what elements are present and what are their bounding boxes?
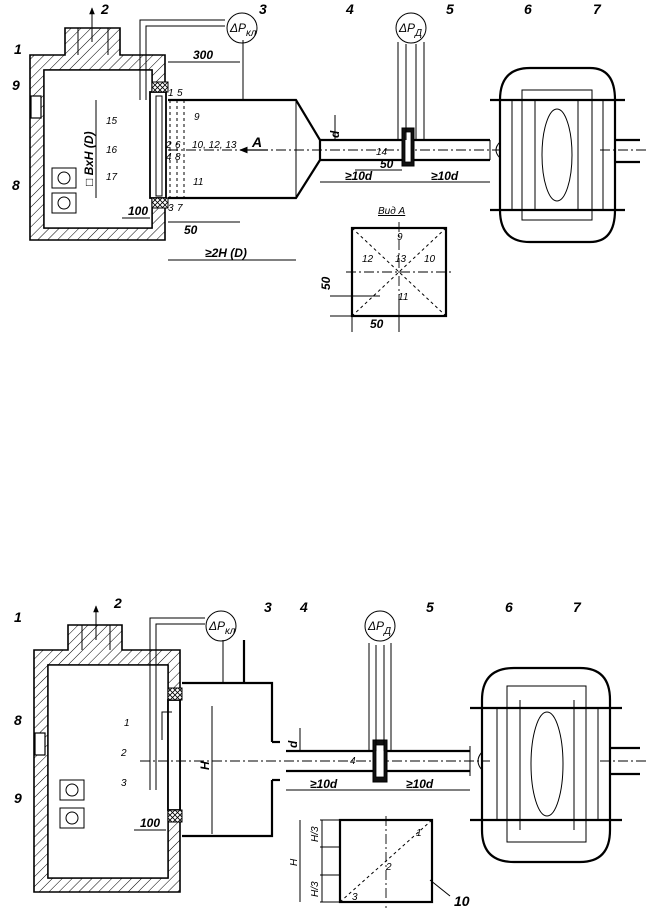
part-label: 5 (426, 599, 434, 615)
part-label: 10 (454, 893, 470, 909)
valve-2-bottom (167, 699, 181, 811)
devices-9-bottom (59, 779, 85, 829)
point-label: 14 (376, 147, 388, 158)
section-dim-h3: H/3 (310, 881, 321, 897)
point-label: 10 (424, 254, 436, 265)
part-label: 9 (12, 77, 20, 93)
devices-8-top (51, 167, 77, 214)
part-label: 5 (446, 1, 454, 17)
part-label: 6 (524, 1, 532, 17)
fan-top (490, 66, 646, 244)
gauge-diff-sub: Д (414, 28, 422, 39)
dim-50-horizontal: 50 (370, 317, 384, 331)
point-label: 5 (177, 88, 183, 99)
gauge-valve-circle (205, 610, 237, 642)
duct-3-top (168, 98, 500, 200)
point-label: 2 (120, 748, 127, 759)
point-label: 8 (175, 152, 181, 163)
top-diagram: A (29, 7, 646, 332)
dim-50: 50 (184, 223, 198, 237)
point-label: 7 (177, 203, 183, 214)
dim-10d-right: ≥10d (406, 777, 434, 791)
dim-100: 100 (128, 204, 148, 218)
point-label: 9 (194, 112, 200, 123)
point-label: 2 (165, 140, 172, 151)
gauge-valve-circle (226, 12, 258, 44)
top-labels: 1 2 3 4 5 6 7 8 9 ΔP кл ΔP Д 300 d □ BxH… (12, 1, 602, 331)
point-label: 16 (106, 145, 118, 156)
bottom-diagram (33, 605, 646, 908)
dim-50-vertical: 50 (319, 276, 333, 290)
point-label: 3 (168, 203, 174, 214)
gauge-valve-symbol: ΔP (208, 619, 225, 633)
dim-10d-left: ≥10d (345, 169, 373, 183)
point-label: 4 (350, 756, 356, 767)
part-label: 4 (299, 599, 308, 615)
point-label: 3 (352, 892, 358, 903)
point-label: 1 (124, 718, 130, 729)
valve-2-top (149, 91, 167, 199)
dim-d: d (286, 740, 300, 748)
part-label: 8 (14, 712, 22, 728)
part-label: 3 (259, 1, 267, 17)
dim-10d-left: ≥10d (310, 777, 338, 791)
point-label: 1 (416, 828, 422, 839)
point-label: 13 (395, 254, 407, 265)
part-label: 2 (113, 595, 122, 611)
dim-d: d (328, 130, 342, 138)
point-label: 9 (397, 232, 403, 243)
dim-2h: ≥2H (D) (205, 246, 247, 260)
view-a-title: Вид А (378, 206, 406, 217)
part-label: 4 (345, 1, 354, 17)
part-label: 2 (100, 1, 109, 17)
gauge-diff-sub: Д (383, 626, 391, 637)
gauge-valve-sub: кл (225, 626, 236, 637)
view-a-top (330, 222, 452, 332)
point-label: 6 (175, 140, 181, 151)
point-label: 2 (385, 862, 392, 873)
gauge-valve-symbol: ΔP (229, 21, 246, 35)
gauge-diff-symbol: ΔP (367, 619, 384, 633)
point-label: 15 (106, 116, 118, 127)
section-10-bottom (299, 816, 451, 908)
fan-bottom (470, 666, 646, 864)
gauge-valve-sub: кл (246, 28, 257, 39)
test-chamber-bottom (33, 605, 181, 893)
part-label: 3 (264, 599, 272, 615)
test-chamber-top (29, 7, 166, 241)
point-label: 4 (166, 152, 172, 163)
dim-100: 100 (140, 816, 160, 830)
point-label: 1 (168, 88, 174, 99)
part-label: 1 (14, 609, 22, 625)
point-label: 10, 12, 13 (192, 140, 237, 151)
point-label: 11 (193, 177, 203, 188)
part-label: 6 (505, 599, 513, 615)
point-label: 12 (362, 254, 374, 265)
part-label: 1 (14, 41, 22, 57)
dim-50-b: 50 (380, 157, 394, 171)
point-label: 3 (121, 778, 127, 789)
section-dim-h: H (289, 858, 300, 866)
part-label: 9 (14, 790, 22, 806)
point-label: 11 (398, 292, 408, 303)
gauge-diff-circle (364, 610, 396, 642)
bottom-labels: 1 2 3 4 5 6 7 8 9 10 ΔP кл ΔP Д H d 100 … (14, 595, 582, 909)
part-label: 7 (573, 599, 582, 615)
point-label: 17 (106, 172, 118, 183)
gauge-diff-symbol: ΔP (398, 21, 415, 35)
part-label: 7 (593, 1, 602, 17)
dim-h: H (198, 761, 212, 770)
dim-10d-right: ≥10d (431, 169, 459, 183)
section-dim-h3: H/3 (310, 826, 321, 842)
dim-bxh: □ BxH (D) (82, 131, 96, 186)
arrow-a-label: A (251, 134, 262, 150)
dim-300: 300 (193, 48, 213, 62)
part-label: 8 (12, 177, 20, 193)
duct-3-bottom (140, 640, 490, 838)
gauge-diff-circle (395, 12, 427, 44)
